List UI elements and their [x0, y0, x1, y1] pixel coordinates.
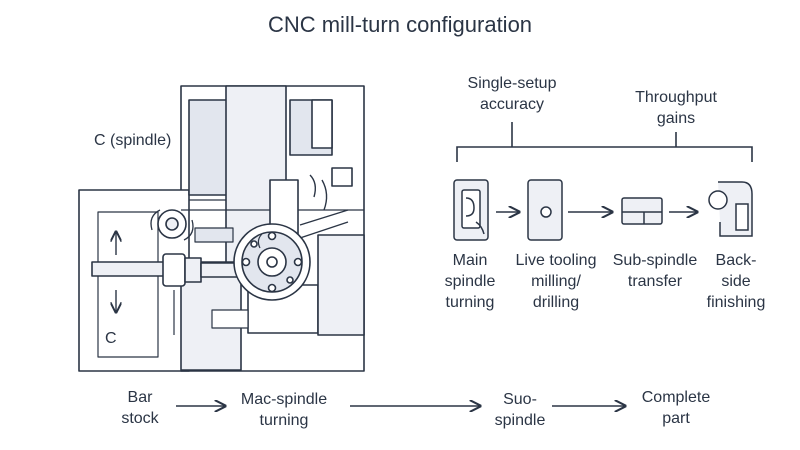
diagram-title: CNC mill-turn configuration — [267, 12, 533, 37]
benefit-throughput-line2: gains — [656, 110, 696, 127]
bar-stock — [91, 261, 171, 277]
step-label-line: side — [721, 273, 751, 290]
upper-panel-box — [311, 99, 333, 149]
flow-main-spindle: Mac-spindle turning — [228, 389, 340, 431]
flow-label-line: stock — [121, 410, 159, 427]
lower-panel-right — [317, 234, 365, 336]
main-bracket — [456, 146, 753, 162]
benefit-throughput: Throughput gains — [616, 87, 736, 129]
step-live-tooling: Live tooling milling/ drilling — [506, 250, 606, 313]
step-label-line: turning — [445, 294, 495, 311]
back-side-icon — [708, 181, 753, 237]
flow-complete-part: Complete part — [628, 387, 724, 429]
side-panel — [331, 167, 353, 187]
step-label-line: finishing — [706, 294, 766, 311]
axis-label-c-spindle: C (spindle) — [94, 132, 172, 149]
step-label-line: drilling — [532, 294, 580, 311]
flow-label-line: Bar — [127, 389, 153, 406]
benefit-accuracy-line1: Single-setup — [467, 75, 557, 92]
flow-label-line: Suo- — [503, 391, 537, 408]
flow-label-line: part — [662, 410, 690, 427]
chuck-icon — [453, 179, 489, 241]
benefit-accuracy: Single-setup accuracy — [452, 73, 572, 115]
flow-sub-spindle: Suo- spindle — [484, 389, 556, 431]
step-main-spindle: Main spindle turning — [430, 250, 510, 313]
step-back-side: Back- side finishing — [698, 250, 774, 313]
bed-inner-panel — [97, 211, 159, 358]
main-chuck — [162, 253, 186, 287]
flow-label-line: spindle — [494, 412, 546, 429]
benefit-accuracy-line2: accuracy — [479, 96, 545, 113]
flow-label-line: Complete — [641, 389, 711, 406]
machine-illustration — [78, 85, 365, 372]
step-label-line: Sub-spindle — [612, 252, 698, 269]
live-tool-icon — [527, 179, 563, 241]
step-label-line: milling/ — [531, 273, 581, 290]
flow-bar-stock: Bar stock — [108, 387, 172, 429]
step-label-line: transfer — [627, 273, 683, 290]
sub-spindle-icon — [621, 197, 663, 225]
step-label-line: Back- — [715, 252, 757, 269]
step-label-line: spindle — [444, 273, 496, 290]
flow-label-line: turning — [259, 412, 309, 429]
flow-label-line: Mac-spindle — [240, 391, 328, 408]
step-label-line: Main — [452, 252, 488, 269]
benefit-throughput-line1: Throughput — [635, 89, 717, 106]
step-label-line: Live tooling — [515, 252, 597, 269]
step-sub-spindle: Sub-spindle transfer — [600, 250, 710, 292]
axis-label-c: C — [105, 330, 117, 347]
benefit-brackets — [456, 122, 753, 162]
